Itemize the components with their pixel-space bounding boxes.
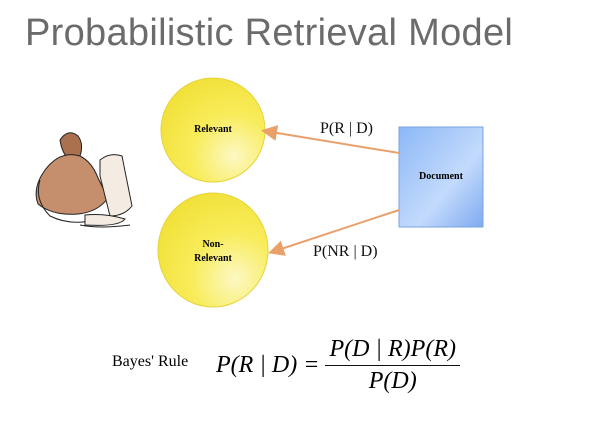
bayes-formula: P(R | D) = P(D | R)P(R) P(D) [216, 336, 460, 395]
formula-lhs: P(R | D) = [216, 352, 320, 378]
formula-numerator: P(D | R)P(R) [325, 336, 460, 366]
document-label: Document [419, 171, 463, 182]
arrow-to-non-relevant [268, 209, 400, 256]
relevant-label: Relevant [194, 124, 232, 135]
arrow-to-relevant [261, 125, 400, 154]
document-box [398, 126, 484, 228]
slide-title: Probabilistic Retrieval Model [25, 12, 514, 54]
person-icon [35, 132, 133, 228]
formula-denominator: P(D) [368, 368, 417, 394]
bayes-rule-label: Bayes' Rule [112, 353, 189, 370]
non-relevant-label: Non- Relevant [194, 239, 232, 264]
formula-fraction: P(D | R)P(R) P(D) [325, 336, 460, 395]
prob-non-relevant-label: P(NR | D) [313, 243, 378, 260]
non-relevant-circle [157, 192, 269, 308]
prob-relevant-label: P(R | D) [320, 120, 373, 137]
